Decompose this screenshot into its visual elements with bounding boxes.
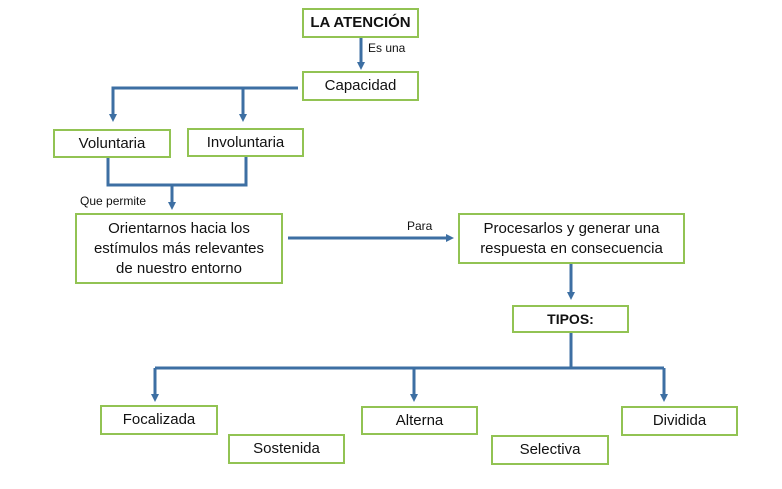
node-sostenida: Sostenida	[228, 434, 345, 464]
node-tipos: TIPOS:	[512, 305, 629, 333]
node-procesarlos: Procesarlos y generar una respuesta en c…	[458, 213, 685, 264]
edge-label-para: Para	[407, 219, 433, 233]
node-label: Alterna	[395, 411, 444, 429]
connector-merge	[106, 156, 248, 187]
node-label: Focalizada	[122, 411, 196, 428]
node-label: Involuntaria	[206, 133, 285, 151]
node-label: LA ATENCIÓN	[310, 14, 411, 31]
node-label: Capacidad	[324, 77, 397, 94]
node-label-line: respuesta en consecuencia	[480, 239, 663, 257]
edge-label-que-permite: Que permite	[80, 194, 147, 208]
node-label: Selectiva	[519, 441, 581, 458]
node-label: TIPOS:	[547, 311, 594, 327]
node-label-line: estímulos más relevantes	[93, 239, 265, 257]
node-label: Sostenida	[253, 440, 320, 457]
edge-label-es-una: Es una	[368, 41, 406, 55]
node-involuntaria: Involuntaria	[187, 128, 304, 157]
node-la-atencion: LA ATENCIÓN	[302, 8, 419, 38]
node-capacidad: Capacidad	[302, 71, 419, 101]
node-label-line: Orientarnos hacia los	[108, 219, 250, 237]
node-selectiva: Selectiva	[491, 435, 609, 465]
node-alterna: Alterna	[361, 406, 478, 435]
node-dividida: Dividida	[621, 406, 738, 436]
node-label-line: de nuestro entorno	[116, 259, 242, 277]
node-label: Dividida	[652, 412, 707, 429]
node-voluntaria: Voluntaria	[53, 129, 171, 158]
node-focalizada: Focalizada	[100, 405, 218, 435]
node-orientarnos: Orientarnos hacia los estímulos más rele…	[75, 213, 283, 284]
connector-capacidad-branch	[109, 86, 298, 122]
node-label: Voluntaria	[78, 134, 146, 152]
node-label-line: Procesarlos y generar una	[483, 219, 660, 237]
